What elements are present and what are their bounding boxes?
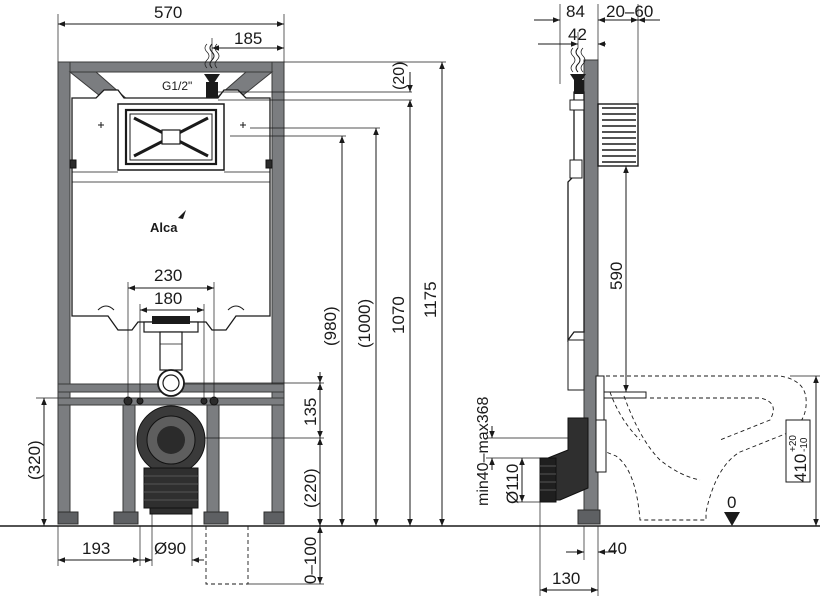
front-view: Alca G1/2" 570 xyxy=(25,3,446,585)
dim-320: (320) xyxy=(25,440,44,480)
dim-40: 40 xyxy=(608,539,627,558)
dim-410-minus: -10 xyxy=(799,437,810,452)
foot-left-inner xyxy=(113,511,139,525)
foot-right-outer xyxy=(263,511,285,525)
dim-20-60: 20–60 xyxy=(606,2,653,21)
dim-d90: Ø90 xyxy=(154,539,186,558)
dim-570: 570 xyxy=(154,3,182,22)
dim-980: (980) xyxy=(321,306,340,346)
frame-right-upright xyxy=(271,61,285,525)
dim-1000: (1000) xyxy=(355,299,374,348)
dim-410-plus: +20 xyxy=(788,435,799,452)
dim-1070: 1070 xyxy=(389,296,408,334)
brand-logo: Alca xyxy=(150,220,178,235)
floor-zero-marker xyxy=(724,512,740,526)
dim-1175: 1175 xyxy=(421,281,440,318)
dim-410: 410 xyxy=(791,454,810,482)
foot-left-outer xyxy=(57,511,79,525)
dim-193: 193 xyxy=(82,539,110,558)
dim-20: (20) xyxy=(391,62,408,90)
dim-min-max: min40–max368 xyxy=(475,397,492,507)
frame-lower-bar xyxy=(57,397,285,406)
foot-right-inner xyxy=(203,511,229,525)
dim-220: (220) xyxy=(301,468,320,508)
dim-0-100: 0–100 xyxy=(301,537,320,584)
frame-top-bar xyxy=(57,61,285,73)
dim-84: 84 xyxy=(566,2,585,21)
dim-zero: 0 xyxy=(727,493,736,512)
dim-230: 230 xyxy=(154,266,182,285)
side-view: 84 20–60 42 590 min40–max368 Ø110 0 xyxy=(475,2,820,596)
frame-left-upright xyxy=(57,61,71,525)
dim-130: 130 xyxy=(552,569,580,588)
dim-135: 135 xyxy=(301,398,320,426)
frame-leg-right xyxy=(206,404,220,516)
dim-185: 185 xyxy=(234,29,262,48)
dim-d110: Ø110 xyxy=(503,464,522,504)
thread-label: G1/2" xyxy=(162,79,192,93)
frame-leg-left xyxy=(122,404,136,516)
dim-180: 180 xyxy=(154,289,182,308)
dim-42: 42 xyxy=(568,25,587,44)
wc-bowl-outline xyxy=(605,375,807,521)
side-cistern xyxy=(567,91,585,342)
dim-590: 590 xyxy=(607,262,626,290)
